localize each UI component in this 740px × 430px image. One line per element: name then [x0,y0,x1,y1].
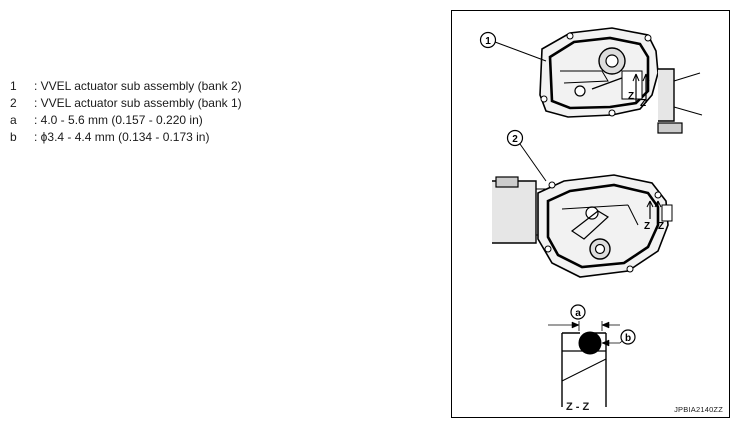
legend-key: b [10,129,17,144]
legend-text: : 4.0 - 5.6 mm (0.157 - 0.220 in) [34,112,203,127]
section-zz-drawing [548,321,623,407]
legend-text: : ϕ3.4 - 4.4 mm (0.134 - 0.173 in) [34,129,210,144]
section-mark-z: Z [658,221,664,232]
callout-2-marker [506,129,547,182]
callout-a: a [575,308,581,319]
legend-item-a: a : 4.0 - 5.6 mm (0.157 - 0.220 in) [10,111,242,128]
service-illustration: Z Z 1 [451,10,730,418]
legend-item-2: 2 : VVEL actuator sub assembly (bank 1) [10,94,242,111]
illustration-drawing: Z Z 1 [479,27,703,407]
section-mark-z: Z [640,98,646,109]
legend-text: : VVEL actuator sub assembly (bank 2) [34,78,242,93]
section-mark-z: Z [628,91,634,102]
section-label: Z - Z [566,401,590,413]
legend-list: 1 : VVEL actuator sub assembly (bank 2) … [10,77,242,145]
callout-b: b [625,333,631,344]
actuator-bank2-drawing [539,27,703,134]
section-mark-z: Z [644,221,650,232]
callout-1: 1 [485,36,491,47]
legend-key: 1 [10,78,17,93]
callout-1-marker [479,31,547,62]
legend-item-b: b : ϕ3.4 - 4.4 mm (0.134 - 0.173 in) [10,128,242,145]
legend-key: 2 [10,95,17,110]
legend-text: : VVEL actuator sub assembly (bank 1) [34,95,242,110]
figure-id: JPBIA2140ZZ [674,405,723,414]
legend-item-1: 1 : VVEL actuator sub assembly (bank 2) [10,77,242,94]
actuator-bank1-drawing [492,174,673,278]
callout-b-marker [620,329,636,345]
callout-2: 2 [512,134,518,145]
legend-key: a [10,112,17,127]
callout-a-marker [570,304,586,320]
